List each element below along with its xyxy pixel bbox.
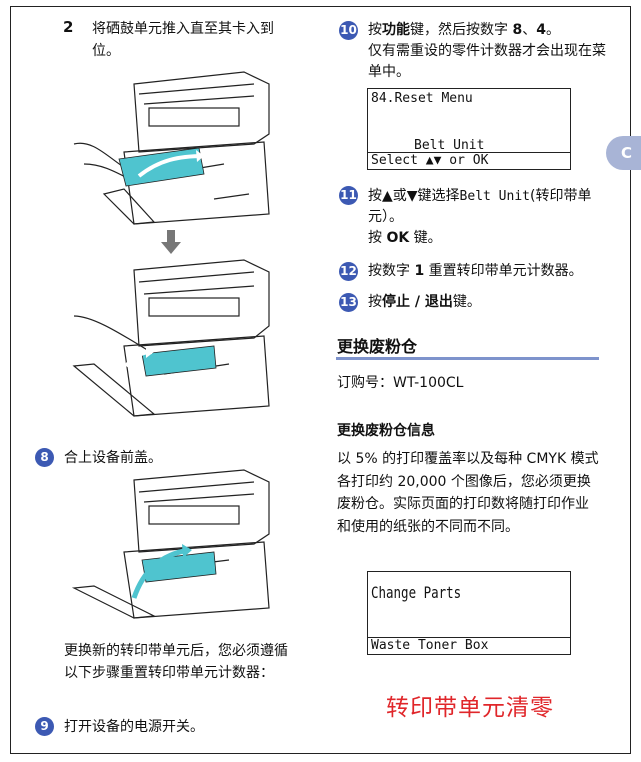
waste-toner-paragraph: 以 5% 的打印覆盖率以及每种 CMYK 模式各打印约 20,000 个图像后，…	[337, 451, 599, 535]
printer-close-cover-illustration	[71, 469, 270, 619]
lcd-line-1: Change Parts	[371, 583, 462, 602]
lcd-line-4: Select ▲▼ or OK	[371, 153, 489, 168]
step-2-number: 2	[63, 18, 74, 36]
step-11-text: 按▲或▼键选择Belt Unit(转印带单元）。 按 OK 键。	[368, 188, 592, 246]
step-11-number: 11	[339, 186, 358, 205]
lcd-status-bar	[368, 637, 570, 654]
step-9-text: 打开设备的电源开关。	[64, 719, 204, 735]
step-10-text: 按功能键，然后按数字 8、4。 仅有需重设的零件计数器才会出现在菜单中。	[368, 22, 606, 80]
page-border	[10, 6, 631, 754]
ok-key-label: OK	[386, 230, 410, 246]
lcd-line-3: Belt Unit	[414, 138, 485, 153]
arrow-down-icon	[161, 230, 181, 254]
order-number: 订购号：WT-100CL	[337, 375, 464, 391]
belt-unit-option: Belt Unit	[459, 189, 530, 204]
subsection-title: 更换废粉仓信息	[337, 423, 435, 439]
printer-drum-seated-illustration	[72, 259, 270, 417]
printer-drum-insert-illustration	[73, 71, 270, 225]
lcd-reset-menu: 84.Reset Menu Belt Unit Select ▲▼ or OK	[367, 88, 571, 170]
lcd-line-4: Waste Toner Box	[371, 638, 489, 653]
step-10-number: 10	[339, 21, 358, 40]
step-10-note: 仅有需重设的零件计数器才会出现在菜单中。	[368, 43, 606, 80]
handwritten-annotation: 转印带单元清零	[386, 695, 554, 721]
section-divider	[336, 357, 599, 360]
chapter-tab: C	[606, 136, 641, 170]
reset-note: 更换新的转印带单元后，您必须遵循以下步骤重置转印带单元计数器：	[64, 643, 288, 681]
section-title: 更换废粉仓	[337, 337, 418, 356]
lcd-line-1: 84.Reset Menu	[371, 91, 473, 106]
step-13-number: 13	[339, 293, 358, 312]
step-2-text: 将硒鼓单元推入直至其卡入到位。	[92, 21, 274, 59]
lcd-status-bar	[368, 152, 570, 169]
step-8-number: 8	[35, 448, 54, 467]
step-8-text: 合上设备前盖。	[64, 450, 162, 466]
step-12-text: 按数字 1 重置转印带单元计数器。	[368, 263, 583, 279]
step-12-number: 12	[339, 262, 358, 281]
function-key-label: 功能	[382, 22, 410, 38]
step-9-number: 9	[35, 717, 54, 736]
step-13-text: 按停止 / 退出键。	[368, 294, 481, 310]
stop-exit-key-label: 停止 / 退出	[382, 294, 453, 310]
lcd-change-parts: Change Parts Waste Toner Box	[367, 571, 571, 655]
